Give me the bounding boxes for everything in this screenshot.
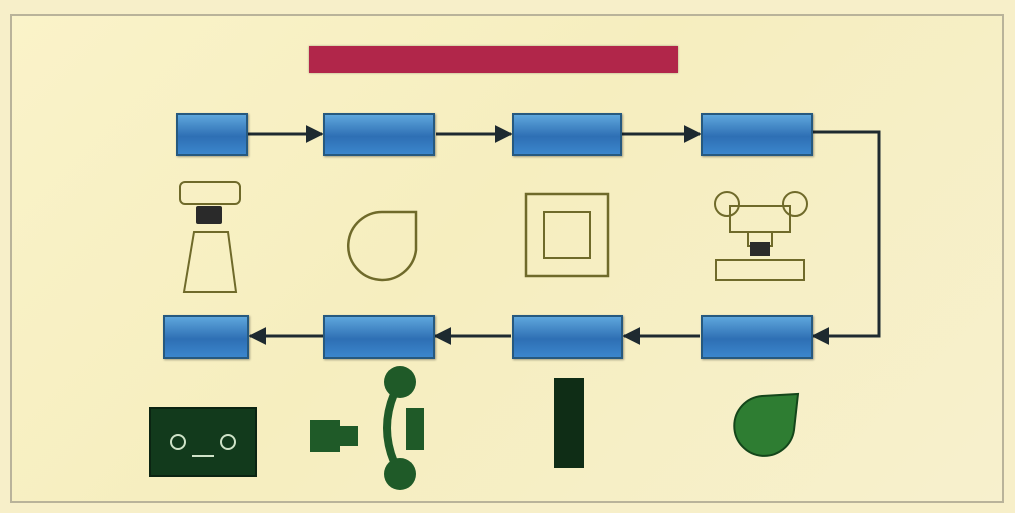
process-step-5 bbox=[701, 315, 813, 359]
process-step-3 bbox=[512, 113, 622, 156]
square-frame-icon bbox=[524, 192, 610, 278]
diagram-frame bbox=[10, 14, 1004, 503]
camera-stand-icon bbox=[714, 191, 808, 281]
tape-deck-icon bbox=[149, 407, 257, 477]
telephone-handset-icon bbox=[310, 366, 424, 490]
blower-icon bbox=[347, 210, 418, 282]
process-step-7 bbox=[323, 315, 435, 359]
process-step-2 bbox=[323, 113, 435, 156]
title-bar bbox=[309, 46, 678, 73]
process-step-1 bbox=[176, 113, 248, 156]
process-step-4 bbox=[701, 113, 813, 156]
arrow-4-5-loop bbox=[811, 130, 881, 345]
process-step-6 bbox=[512, 315, 623, 359]
process-step-8 bbox=[163, 315, 249, 359]
lamp-stand-icon bbox=[179, 181, 241, 293]
leaf-blower-icon bbox=[733, 392, 800, 457]
connector-lines bbox=[247, 125, 881, 345]
tall-bar-icon bbox=[554, 378, 584, 468]
